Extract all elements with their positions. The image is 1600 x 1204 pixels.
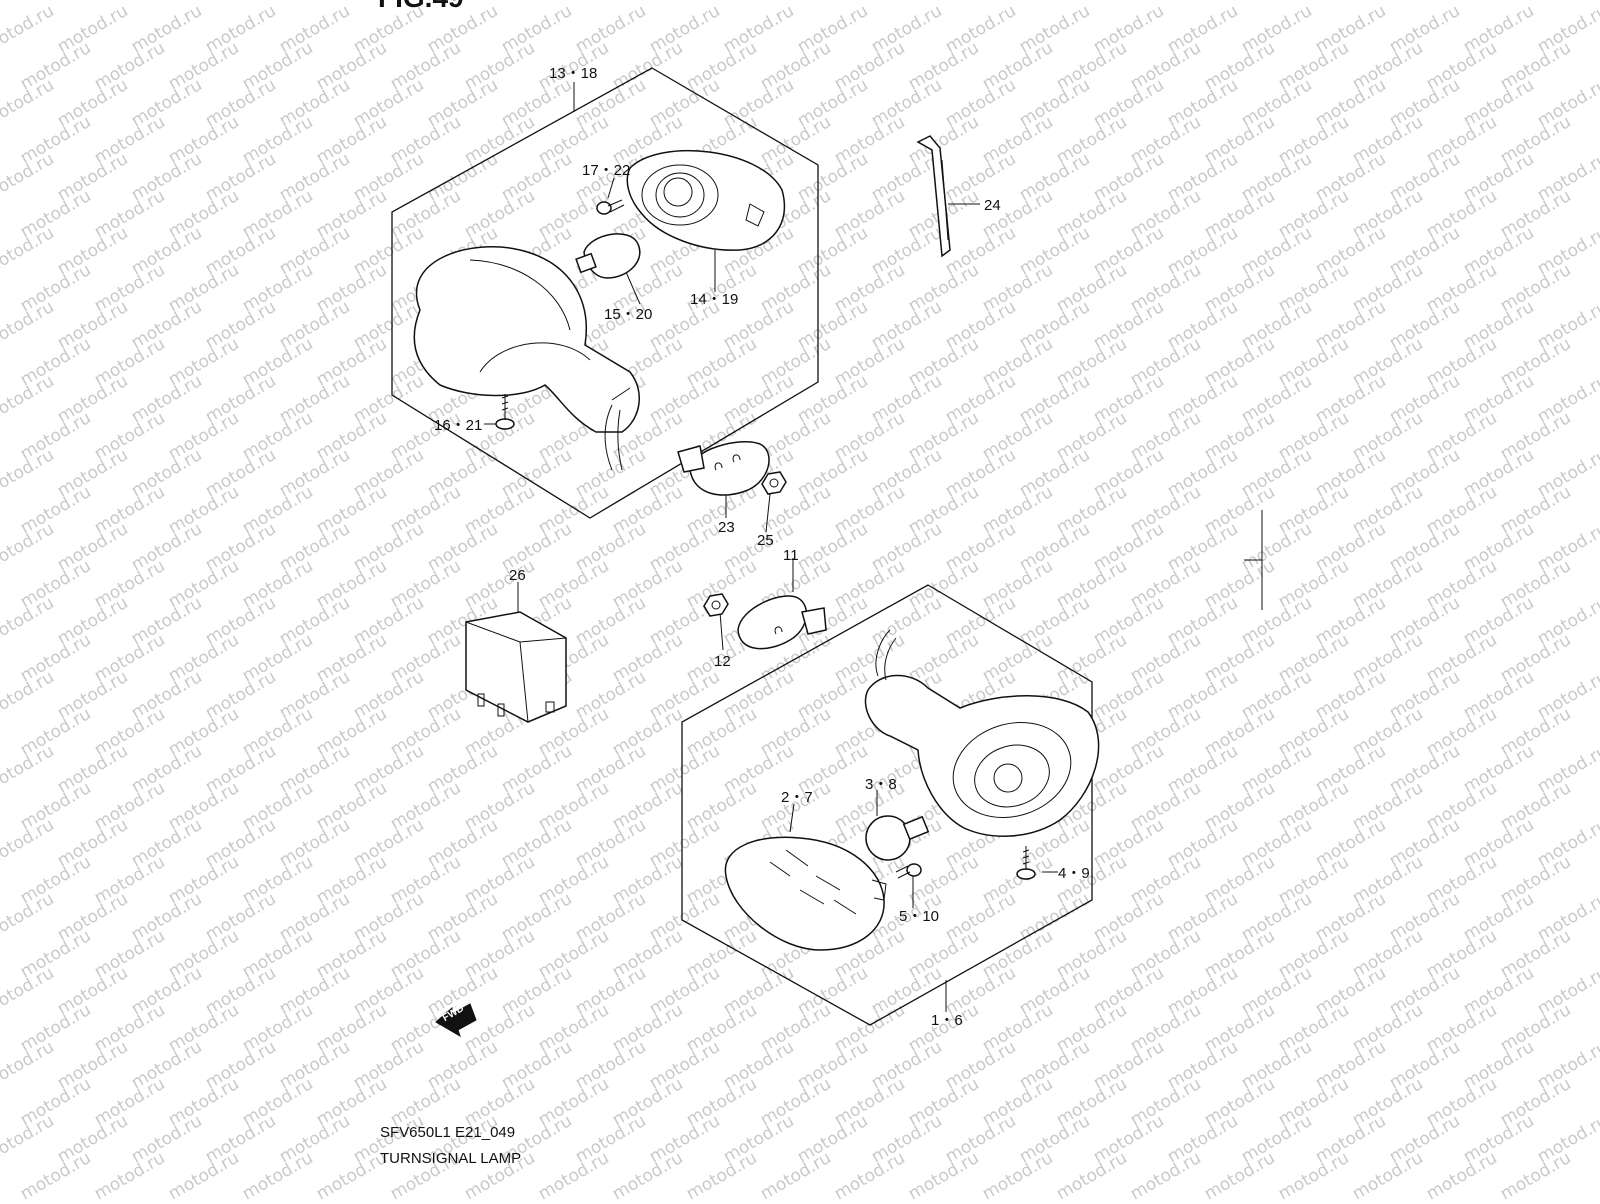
bulb-3-8	[865, 815, 930, 861]
nut-25	[761, 471, 787, 495]
nut-12	[703, 593, 729, 617]
screw-5-10	[895, 863, 922, 879]
callout-24: 24	[984, 197, 1001, 214]
rear-turn-signal-housing	[413, 246, 640, 471]
callout-2-7: 2・7	[781, 789, 813, 806]
figure-title: FIG.49	[378, 0, 464, 14]
screw-4-9	[1016, 846, 1036, 880]
callout-14-19: 14・19	[690, 291, 739, 308]
lamp-lens-2-7	[724, 836, 887, 951]
model-code: SFV650L1 E21_049	[380, 1124, 516, 1141]
callout-16-21: 16・21	[434, 417, 483, 434]
forward-arrow-icon	[435, 1003, 477, 1038]
callout-4-9: 4・9	[1058, 865, 1090, 882]
callout-3-8: 3・8	[865, 776, 897, 793]
grommet-23	[677, 440, 770, 496]
figure-caption: TURNSIGNAL LAMP	[380, 1150, 522, 1167]
callout-1-6: 1・6	[931, 1012, 963, 1029]
front-turn-signal-housing	[864, 629, 1100, 837]
screw-16-21	[495, 394, 515, 430]
callout-17-22: 17・22	[582, 162, 631, 179]
cable-tie-24	[916, 135, 951, 258]
upper-assembly-outline	[391, 67, 819, 519]
grommet-11	[737, 595, 827, 650]
lower-assembly-outline	[681, 584, 1093, 1026]
callout-11: 11	[783, 547, 799, 564]
callout-12: 12	[714, 653, 731, 670]
callout-5-10: 5・10	[899, 908, 940, 925]
callout-23: 23	[718, 519, 735, 536]
callout-25: 25	[757, 532, 774, 549]
callout-13-18: 13・18	[549, 65, 598, 82]
callout-26: 26	[509, 567, 526, 584]
lamp-lens-14-19	[626, 150, 786, 251]
screw-17-22	[596, 199, 625, 215]
relay-26	[465, 611, 567, 723]
bulb-15-20	[575, 233, 641, 279]
callout-15-20: 15・20	[604, 306, 653, 323]
